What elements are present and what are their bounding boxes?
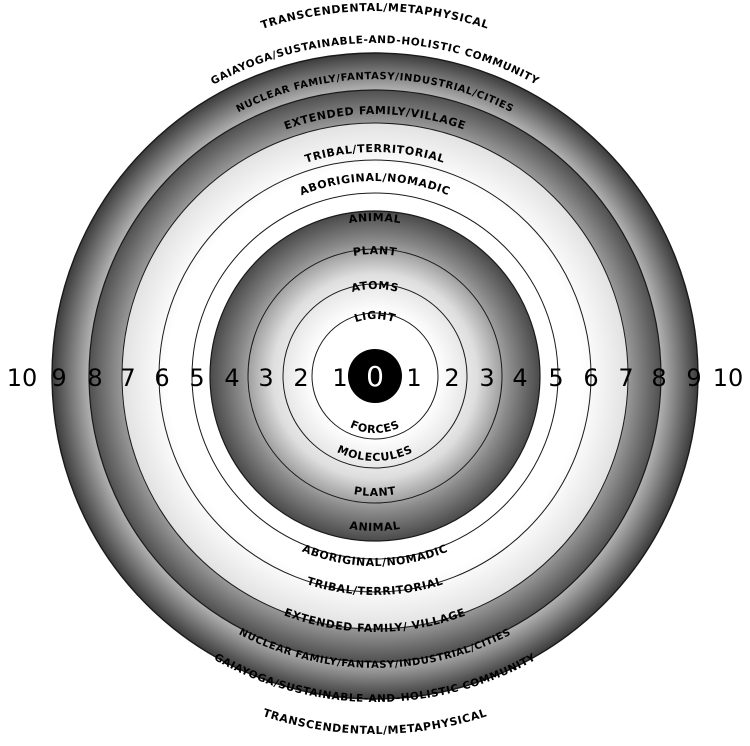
center-dot <box>348 349 402 403</box>
ring-number-left-3: 3 <box>258 364 273 392</box>
ring-number-left-9: 9 <box>51 364 66 392</box>
label-transcendental-bottom: TRANSCENDENTAL/METAPHYSICAL <box>261 706 488 737</box>
ring-molecules <box>282 283 468 469</box>
label-light: LIGHT <box>353 309 398 325</box>
ring-number-right-9: 9 <box>686 364 701 392</box>
ring-number-left-8: 8 <box>87 364 102 392</box>
ring-number-right-8: 8 <box>651 364 666 392</box>
center-number: 0 <box>366 360 384 393</box>
label-atoms: ATOMS <box>350 279 400 295</box>
ring-number-right-5: 5 <box>548 364 563 392</box>
ring-number-right-4: 4 <box>512 364 527 392</box>
ring-number-left-10: 10 <box>7 364 38 392</box>
ring-number-left-5: 5 <box>189 364 204 392</box>
ring-number-left-2: 2 <box>293 364 308 392</box>
ring-plant <box>247 248 503 504</box>
ring-number-left-4: 4 <box>224 364 239 392</box>
label-plant-top: PLANT <box>352 244 398 259</box>
ring-aboriginal <box>191 192 559 560</box>
ring-number-right-7: 7 <box>618 364 633 392</box>
label-plant-bottom: PLANT <box>353 484 397 499</box>
ring-number-left-7: 7 <box>120 364 135 392</box>
ring-light-forces <box>311 312 439 440</box>
ring-number-right-2: 2 <box>444 364 459 392</box>
label-forces: FORCES <box>348 418 401 436</box>
ring-number-left-1: 1 <box>332 364 347 392</box>
ring-number-right-6: 6 <box>583 364 598 392</box>
ring-number-left-6: 6 <box>154 364 169 392</box>
ring-number-right-3: 3 <box>479 364 494 392</box>
label-animal-bottom: ANIMAL <box>349 519 401 534</box>
ring-tribal <box>158 159 592 593</box>
ring-number-right-1: 1 <box>406 364 421 392</box>
label-animal-top: ANIMAL <box>348 211 402 226</box>
label-transcendental-top: TRANSCENDENTAL/METAPHYSICAL <box>259 1 490 32</box>
ring-number-right-10: 10 <box>713 364 744 392</box>
